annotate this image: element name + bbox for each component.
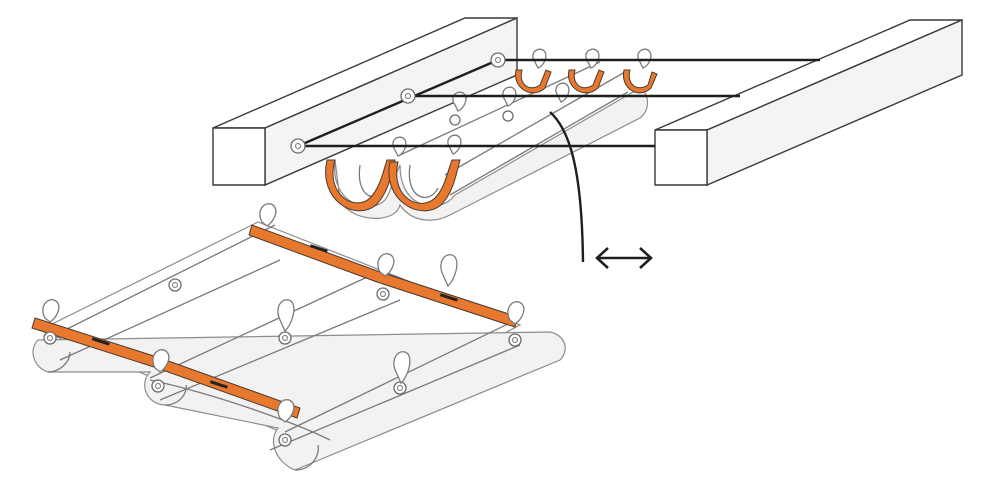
extended-sail — [31, 203, 566, 471]
double-headed-arrow-icon — [595, 247, 653, 269]
right-beam — [654, 18, 963, 187]
left-beam — [212, 16, 518, 187]
tension-wires — [290, 52, 820, 263]
retracted-sail — [325, 48, 658, 221]
